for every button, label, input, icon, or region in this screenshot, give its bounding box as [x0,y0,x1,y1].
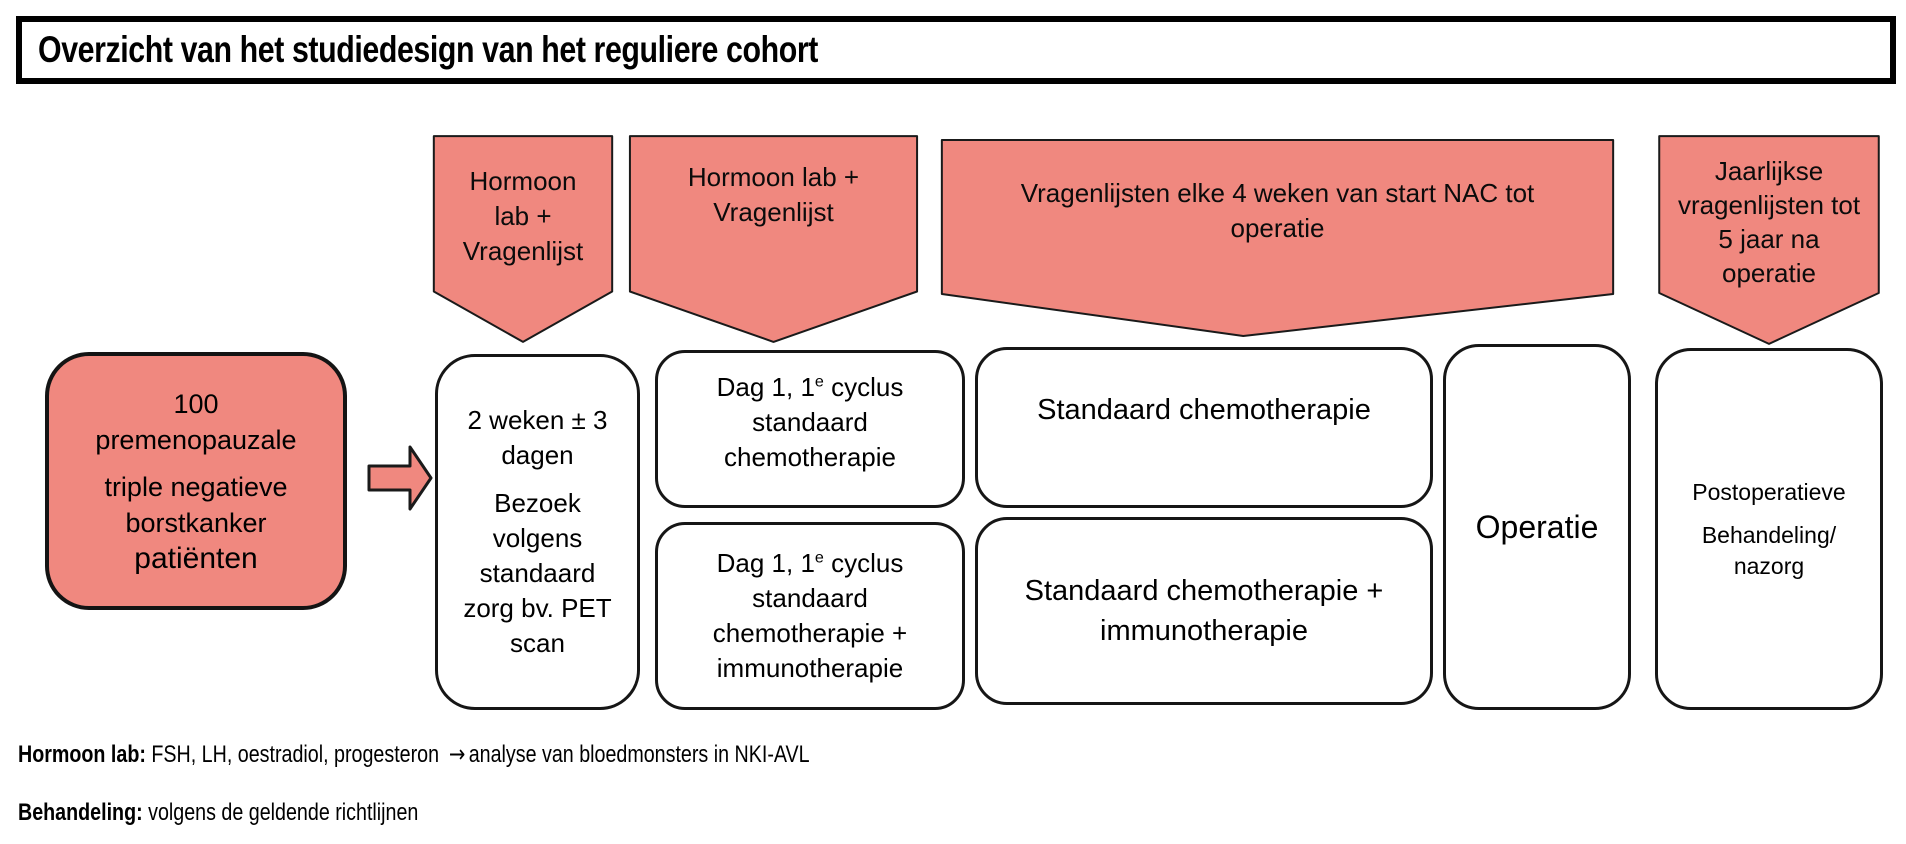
arrow-right-icon: → [448,740,466,768]
callout-questionnaires-nac: Vragenlijsten elke 4 weken van start NAC… [935,138,1620,338]
callout-label: Hormoon lab + Vragenlijst [462,166,584,266]
chemo-immuno-label: Standaard chemotherapie + immunotherapie [1024,575,1384,647]
callout-hormone-lab-2: Hormoon lab + Vragenlijst [627,134,920,344]
first-cycle-immuno-label: Dag 1, 1e cyclus standaard chemotherapie… [712,548,908,683]
down-arrow-icon [1657,134,1881,346]
postoperative-description: Behandeling/ nazorg [1701,521,1837,579]
surgery-label: Operatie [1475,508,1599,545]
first-cycle-standard-label: Dag 1, 1e cyclus standaard chemotherapie [716,371,904,472]
down-arrow-icon [432,134,614,344]
first-cycle-standard-box: Dag 1, 1e cyclus standaard chemotherapie [655,350,965,508]
cohort-line: patiënten [134,541,258,575]
footnote-hormone-lab: Hormoon lab: FSH, LH, oestradiol, proges… [18,740,983,769]
patients-cohort-box: 100 premenopauzale triple negatieve bors… [45,352,347,610]
down-arrow-icon [627,134,920,344]
cohort-line: 100 [173,388,219,419]
cohort-line: borstkanker [125,507,267,538]
callout-label: Jaarlijkse vragenlijsten tot 5 jaar na o… [1677,156,1861,288]
footnote-hormone-text2: analyse van bloedmonsters in NKI-AVL [468,741,810,768]
footnote-treatment-text: volgens de geldende richtlijnen [142,799,419,826]
footnote-treatment: Behandeling: volgens de geldende richtli… [18,799,506,827]
cohort-line: triple negatieve [104,471,288,502]
chemo-immuno-box: Standaard chemotherapie + immunotherapie [975,517,1433,705]
cohort-line: premenopauzale [95,424,297,455]
callout-hormone-lab-1: Hormoon lab + Vragenlijst [432,134,614,344]
callout-label: Vragenlijsten elke 4 weken van start NAC… [1020,178,1535,243]
baseline-visit-box: 2 weken ± 3 dagen Bezoek volgens standaa… [435,354,640,710]
title-bar: Overzicht van het studiedesign van het r… [16,16,1896,84]
standard-chemo-box: Standaard chemotherapie [975,347,1433,508]
down-arrow-icon [935,138,1620,338]
footnote-treatment-label: Behandeling: [18,799,143,826]
postoperative-title: Postoperatieve [1692,478,1846,505]
baseline-timing: 2 weken ± 3 dagen [467,405,608,470]
surgery-box: Operatie [1443,344,1631,710]
footnote-hormone-label: Hormoon lab: [18,741,146,768]
footnote-hormone-text: FSH, LH, oestradiol, progesteron [145,741,440,768]
standard-chemo-label: Standaard chemotherapie [1037,394,1371,426]
postoperative-box: Postoperatieve Behandeling/ nazorg [1655,348,1883,710]
callout-yearly-questionnaires: Jaarlijkse vragenlijsten tot 5 jaar na o… [1657,134,1881,346]
baseline-description: Bezoek volgens standaard zorg bv. PET sc… [463,488,612,658]
first-cycle-immuno-box: Dag 1, 1e cyclus standaard chemotherapie… [655,522,965,710]
right-arrow-icon [367,445,433,511]
callout-label: Hormoon lab + Vragenlijst [687,162,860,227]
page-title: Overzicht van het studiedesign van het r… [38,29,818,70]
